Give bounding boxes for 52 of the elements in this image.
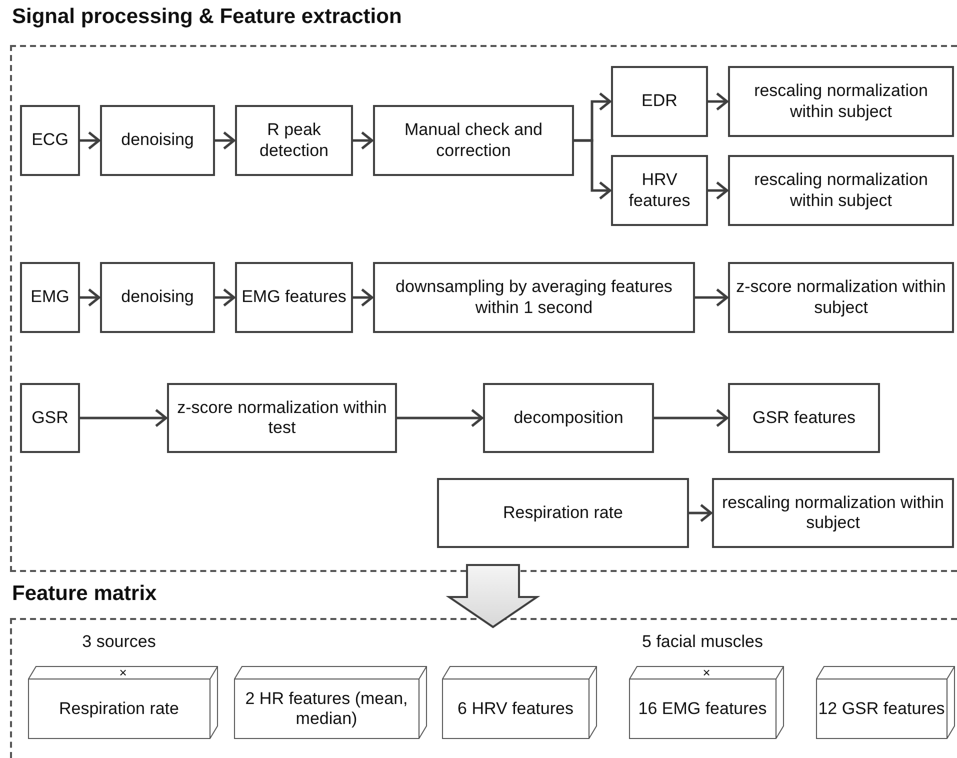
section-panel bbox=[10, 582, 957, 758]
process-box: GSR bbox=[20, 383, 80, 453]
arrow bbox=[215, 131, 236, 150]
arrow bbox=[353, 131, 374, 150]
process-box: GSR features bbox=[728, 383, 880, 453]
process-box: rescaling normalization within subject bbox=[728, 66, 954, 137]
group-note: 3 sources bbox=[82, 632, 156, 652]
block-label: 6 HRV features bbox=[456, 698, 574, 720]
arrow bbox=[80, 288, 100, 307]
feature-block bbox=[28, 666, 218, 739]
section-panel bbox=[10, 5, 957, 572]
process-box: Respiration rate bbox=[437, 478, 689, 548]
arrow bbox=[708, 181, 728, 200]
multiply-sign: × bbox=[702, 667, 712, 679]
process-box: HRV features bbox=[611, 155, 708, 226]
section-heading: Feature matrix bbox=[12, 582, 157, 606]
feature-block bbox=[234, 666, 427, 739]
process-box: z-score normalization within test bbox=[167, 383, 397, 453]
feature-block bbox=[816, 666, 955, 739]
arrow bbox=[397, 408, 484, 428]
arrow bbox=[689, 504, 712, 522]
process-box: EMG bbox=[20, 262, 80, 333]
process-box: decomposition bbox=[483, 383, 654, 453]
process-box: denoising bbox=[100, 262, 215, 333]
block-label: 16 EMG features bbox=[637, 698, 768, 720]
feature-block bbox=[629, 666, 784, 739]
arrow bbox=[708, 92, 728, 111]
process-box: rescaling normalization within subject bbox=[728, 155, 954, 226]
process-box: Manual check and correction bbox=[373, 105, 574, 176]
feature-block bbox=[442, 666, 597, 739]
arrow bbox=[80, 408, 168, 428]
process-box: z-score normalization within subject bbox=[728, 262, 954, 333]
arrow bbox=[695, 288, 728, 307]
arrow bbox=[215, 288, 236, 307]
process-box: R peak detection bbox=[235, 105, 353, 176]
arrow bbox=[80, 131, 100, 150]
process-box: ECG bbox=[20, 105, 80, 176]
section-heading: Signal processing & Feature extraction bbox=[12, 5, 402, 29]
group-note: 5 facial muscles bbox=[642, 632, 763, 652]
process-box: downsampling by averaging features within 1 second bbox=[373, 262, 695, 333]
process-box: rescaling normalization within subject bbox=[712, 478, 954, 548]
multiply-sign: × bbox=[118, 667, 128, 679]
arrow bbox=[574, 139, 612, 200]
process-box: EMG features bbox=[235, 262, 353, 333]
block-label: Respiration rate bbox=[58, 698, 180, 720]
arrow bbox=[353, 288, 374, 307]
process-box: EDR bbox=[611, 66, 708, 137]
process-box: denoising bbox=[100, 105, 215, 176]
block-arrow bbox=[446, 564, 540, 628]
arrow bbox=[654, 408, 728, 428]
block-label: 12 GSR features bbox=[817, 698, 946, 720]
block-label: 2 HR features (mean, median) bbox=[244, 688, 409, 730]
